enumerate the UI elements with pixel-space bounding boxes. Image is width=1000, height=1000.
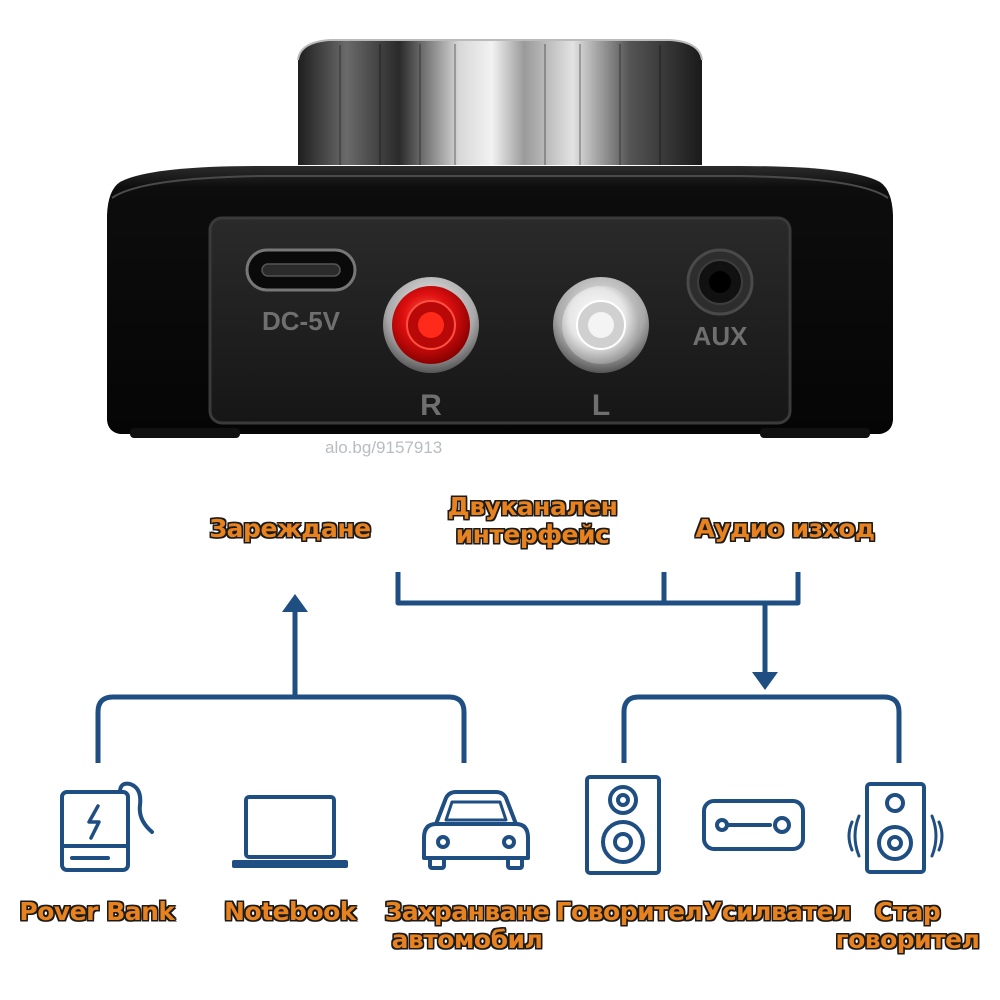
connection-diagram	[60, 572, 944, 875]
power-bank-icon	[60, 781, 154, 872]
old-speaker-icon	[847, 782, 944, 874]
rca-left-label: L	[592, 389, 610, 422]
ports-bracket	[395, 572, 801, 606]
source-label-car: Захранване автомобил	[384, 897, 550, 954]
arrow-down-icon	[752, 672, 778, 690]
aux-jack	[686, 248, 754, 316]
rca-left-port	[553, 277, 649, 373]
volume-knob	[297, 39, 703, 165]
arrow-up-icon	[282, 594, 308, 612]
output-label-old-speaker: Стар говорител	[835, 897, 980, 954]
usb-c-port	[245, 248, 357, 292]
amplifier-icon	[702, 799, 805, 851]
outputs-bracket	[621, 694, 902, 763]
rca-right-port	[383, 277, 479, 373]
source-label-power-bank: Pover Bank	[19, 897, 175, 926]
charging-label: Зареждане	[209, 514, 371, 543]
speaker-icon	[585, 775, 661, 875]
aux-port-label: AUX	[693, 321, 749, 351]
bluetooth-receiver-device: DC-5V R L AUX	[107, 39, 893, 438]
audio-out-label: Аудио изход	[695, 514, 875, 543]
watermark: alo.bg/9157913	[325, 438, 443, 457]
car-icon	[422, 790, 530, 870]
dc-port-label: DC-5V	[262, 306, 341, 336]
laptop-icon	[232, 795, 348, 868]
sources-bracket	[95, 694, 467, 763]
rca-right-label: R	[420, 389, 442, 422]
output-label-amplifier: Усилвател	[703, 897, 851, 926]
dual-channel-label: Двуканален интерфейс	[447, 492, 618, 549]
source-label-notebook: Notebook	[224, 897, 356, 926]
output-label-speaker: Говорител	[555, 897, 703, 926]
